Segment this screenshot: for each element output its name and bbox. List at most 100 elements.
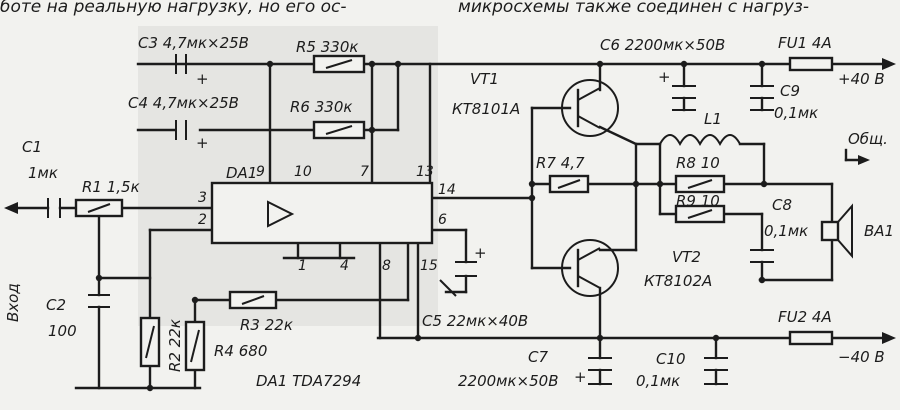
label-fu1: FU1 4А [778,34,832,52]
label-c5: C5 22мк×40В [422,312,528,330]
junction-dot [596,60,604,68]
junctions [95,60,768,392]
junction-dot [146,384,154,392]
label-r9: R9 10 [676,192,720,210]
junction-dot [191,296,199,304]
plus-sign-c4: + [196,134,209,152]
label-r4: R4 680 [214,342,267,360]
junction-dot [528,180,536,188]
label-plus40: +40 В [838,70,885,88]
junction-dot [632,180,640,188]
pin-number: 15 [420,258,438,274]
pin-number: 9 [256,164,265,180]
resistor-r3 [228,290,278,310]
label-r8: R8 10 [676,154,720,172]
label-c3: C3 4,7мк×25В [138,34,249,52]
label-gnd: Общ. [848,130,888,148]
capacitor-c5 [439,261,477,297]
capacitor-c8 [750,249,774,263]
bg-text-top-right: микросхемы также соединен с нагруз- [458,0,809,17]
junction-dot [414,334,422,342]
pin-number: 6 [438,212,447,228]
capacitor-c1 [47,198,61,218]
label-c1-val: 1мк [28,164,58,182]
junction-dot [656,180,664,188]
resistor-r5 [312,54,366,74]
junction-dot [758,60,766,68]
label-r3: R3 22к [240,316,293,334]
arrow-plus40 [882,58,896,70]
pin-number: 4 [340,258,349,274]
label-vt1-type: КТ8101А [452,100,520,118]
arrow-minus40 [882,332,896,344]
resistor-r7 [548,174,590,194]
resistor-r6 [312,120,366,140]
label-c8: C8 [772,196,792,214]
junction-dot [394,60,402,68]
arrow-gnd [858,155,870,165]
label-c4: C4 4,7мк×25В [128,94,239,112]
bg-text-top-left: боте на реальную нагрузку, но его ос- [0,0,347,17]
label-da1-type: DA1 TDA7294 [256,372,361,390]
label-minus40: −40 В [838,348,885,366]
label-vt2: VT2 [672,248,701,266]
pin-number: 13 [416,164,434,180]
label-c8-val: 0,1мк [764,222,808,240]
junction-dot [758,276,766,284]
label-r5: R5 330к [296,38,358,56]
speaker-ba1 [820,203,853,259]
label-r6: R6 330к [290,98,352,116]
label-vt1: VT1 [470,70,499,88]
resistor-r8 [674,174,726,194]
pin-number: 7 [360,164,369,180]
junction-dot [712,334,720,342]
label-r7: R7 4,7 [536,154,585,172]
label-l1: L1 [704,110,722,128]
label-c7: C7 [528,348,548,366]
junction-dot [95,274,103,282]
arrow-input [4,202,18,214]
label-c1: C1 [22,138,42,156]
pin-number: 1 [298,258,307,274]
junction-dot [680,60,688,68]
transistor-vt1 [561,79,619,137]
resistor-r4 [184,320,206,372]
resistor-r2 [139,316,161,368]
junction-dot [266,60,274,68]
label-c9-val: 0,1мк [774,104,818,122]
label-r2: R2 22к [166,319,184,372]
capacitor-c3 [175,54,187,74]
label-vt2-type: КТ8102А [644,272,712,290]
pin-number: 8 [382,258,391,274]
pin-number: 3 [198,190,207,206]
label-ba1: BA1 [864,222,894,240]
label-c9: C9 [780,82,800,100]
junction-dot [528,194,536,202]
background-text-block [138,26,438,326]
transistor-vt2 [561,239,619,297]
fuse-fu2 [788,330,834,346]
fuse-fu1 [788,56,834,72]
pin-number: 14 [438,182,456,198]
capacitor-c2 [88,294,110,308]
label-c10-val: 0,1мк [636,372,680,390]
plus-sign-c6: + [658,68,671,86]
label-c6: C6 2200мк×50В [600,36,725,54]
junction-dot [596,334,604,342]
label-fu2: FU2 4А [778,308,832,326]
junction-dot [368,126,376,134]
capacitor-c6 [672,85,696,111]
pin-number: 2 [198,212,207,228]
plus-sign-c5: + [474,244,487,262]
label-c2: C2 [46,296,66,314]
junction-dot [368,60,376,68]
capacitor-c9 [750,85,774,111]
junction-dot [760,180,768,188]
capacitor-c4 [175,120,187,140]
label-input: Вход [4,283,22,322]
capacitor-c10 [704,357,728,385]
wires [10,62,890,390]
label-c10: C10 [656,350,686,368]
chip-da1 [210,181,434,245]
